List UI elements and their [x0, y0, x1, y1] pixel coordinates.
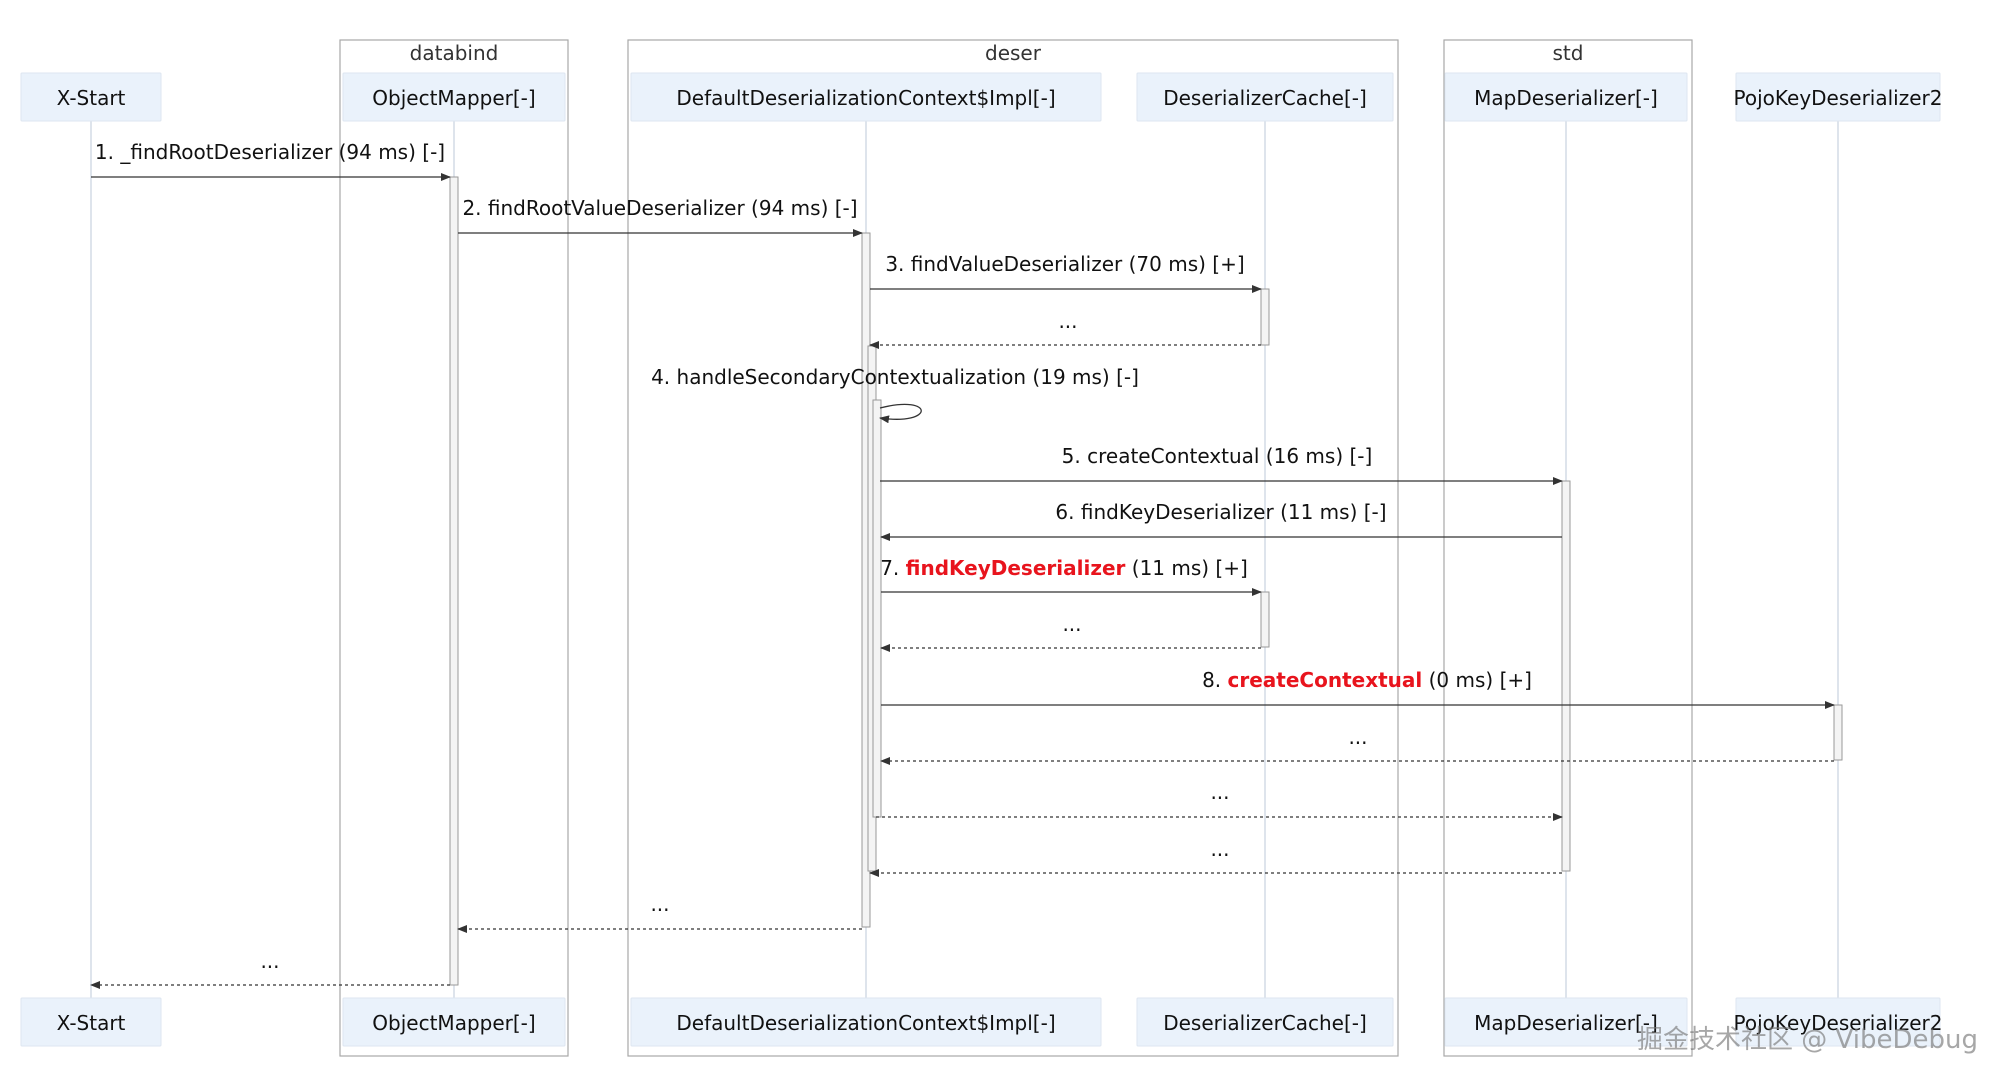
- participant-label-om-top: ObjectMapper[-]: [372, 86, 535, 110]
- participant-label-ddc-top: DefaultDeserializationContext$Impl[-]: [676, 86, 1055, 110]
- activation-bar: [1561, 480, 1571, 872]
- participant-ddc-bottom[interactable]: [630, 997, 1102, 1047]
- participant-pkd-top[interactable]: [1735, 72, 1941, 122]
- message-label: 5. createContextual (16 ms) [-]: [1062, 444, 1373, 468]
- activation-bar: [872, 399, 882, 818]
- group-label-deser: deser: [985, 41, 1042, 65]
- group-deser: [627, 39, 1399, 1057]
- participant-dc-bottom[interactable]: [1136, 997, 1394, 1047]
- participant-md-top[interactable]: [1444, 72, 1688, 122]
- group-label-std: std: [1553, 41, 1584, 65]
- participant-dc-top[interactable]: [1136, 72, 1394, 122]
- activation-bar: [449, 176, 459, 986]
- message-label: 1. _findRootDeserializer (94 ms) [-]: [95, 140, 445, 164]
- participant-label-ddc-bottom: DefaultDeserializationContext$Impl[-]: [676, 1011, 1055, 1035]
- participant-md-bottom[interactable]: [1444, 997, 1688, 1047]
- message-label: 3. findValueDeserializer (70 ms) [+]: [885, 252, 1244, 276]
- message-label: 6. findKeyDeserializer (11 ms) [-]: [1055, 500, 1386, 524]
- participant-label-dc-bottom: DeserializerCache[-]: [1163, 1011, 1367, 1035]
- return-label: ...: [1058, 309, 1077, 333]
- participant-om-bottom[interactable]: [342, 997, 566, 1047]
- participant-om-top[interactable]: [342, 72, 566, 122]
- group-std: [1443, 39, 1693, 1057]
- participant-label-dc-top: DeserializerCache[-]: [1163, 86, 1367, 110]
- group-label-databind: databind: [410, 41, 499, 65]
- participant-xstart-top[interactable]: [20, 72, 162, 122]
- participant-pkd-bottom[interactable]: [1735, 997, 1941, 1047]
- participant-label-pkd-top: PojoKeyDeserializer2: [1734, 86, 1943, 110]
- return-label: ...: [1210, 780, 1229, 804]
- participant-label-pkd-bottom: PojoKeyDeserializer2: [1734, 1011, 1943, 1035]
- participant-label-om-bottom: ObjectMapper[-]: [372, 1011, 535, 1035]
- return-label: ...: [1210, 837, 1229, 861]
- message-label: 8. createContextual (0 ms) [+]: [1202, 668, 1532, 692]
- return-label: ...: [1062, 612, 1081, 636]
- message-arrow-self: [879, 403, 922, 424]
- message-label: 4. handleSecondaryContextualization (19 …: [651, 365, 1139, 389]
- participant-label-xstart-top: X-Start: [57, 86, 126, 110]
- return-label: ...: [260, 949, 279, 973]
- participant-label-xstart-bottom: X-Start: [57, 1011, 126, 1035]
- participant-label-md-bottom: MapDeserializer[-]: [1474, 1011, 1658, 1035]
- activation-bar: [1833, 704, 1843, 761]
- return-label: ...: [1348, 725, 1367, 749]
- watermark: 掘金技术社区 @ VibeDebug: [1637, 1025, 1978, 1055]
- message-label: 7. findKeyDeserializer (11 ms) [+]: [880, 556, 1248, 580]
- return-label: ...: [650, 892, 669, 916]
- activation-bar: [1260, 591, 1270, 648]
- message-label: 2. findRootValueDeserializer (94 ms) [-]: [462, 196, 857, 220]
- participant-xstart-bottom[interactable]: [20, 997, 162, 1047]
- activation-bar: [1260, 288, 1270, 346]
- participant-ddc-top[interactable]: [630, 72, 1102, 122]
- group-databind: [339, 39, 569, 1057]
- participant-label-md-top: MapDeserializer[-]: [1474, 86, 1658, 110]
